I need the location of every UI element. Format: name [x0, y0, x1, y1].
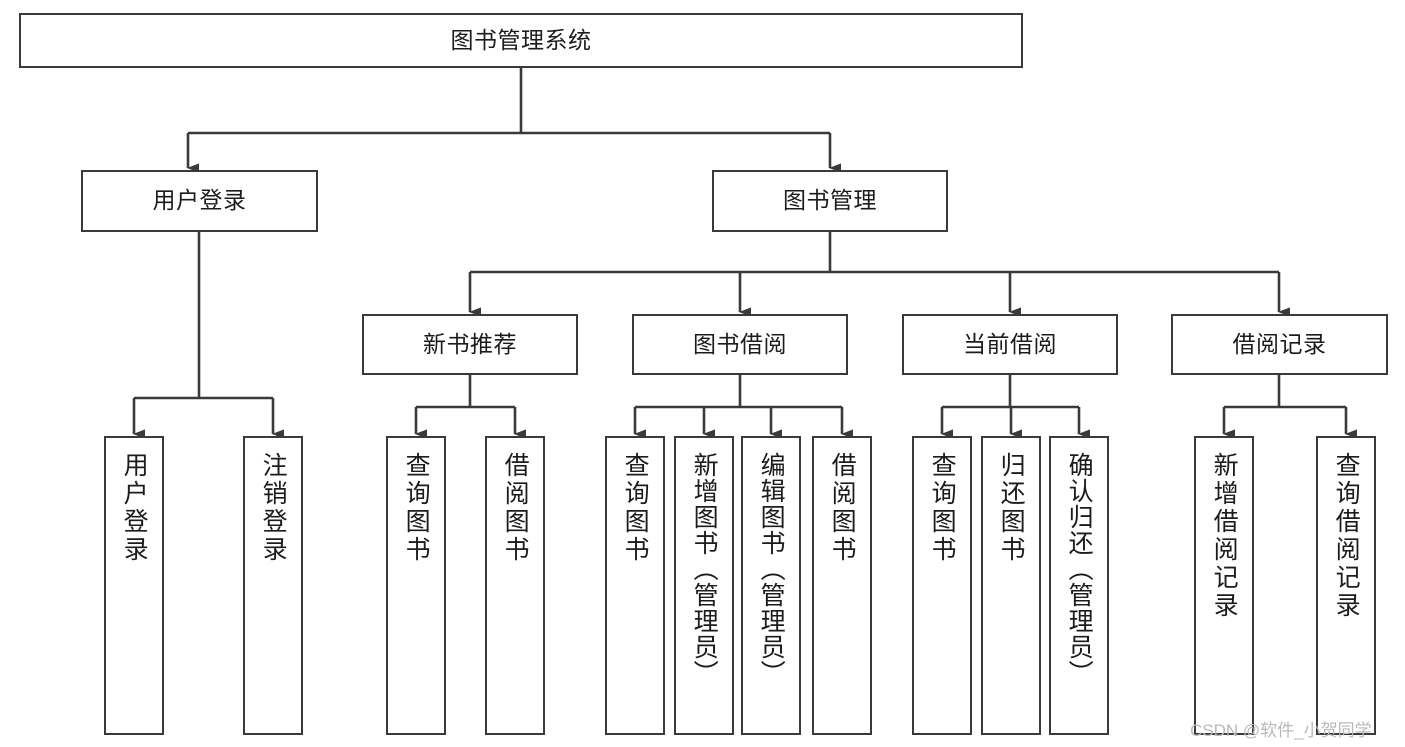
node-label: 注销登录: [259, 452, 288, 564]
node-label: 图书借阅: [693, 330, 787, 357]
node-leaf-confirm-return[interactable]: 确认归还（管理员）: [1049, 436, 1109, 735]
node-leaf-user-login[interactable]: 用户登录: [104, 436, 164, 735]
node-label: 编辑图书（管理员）: [757, 452, 786, 686]
watermark-label: CSDN @软件_小贺同学: [1190, 721, 1372, 740]
node-label: 新增借阅记录: [1210, 452, 1239, 620]
node-label: 归还图书: [997, 452, 1026, 564]
node-current-borrow[interactable]: 当前借阅: [902, 314, 1118, 375]
node-label: 用户登录: [120, 452, 149, 564]
node-leaf-query-book-current[interactable]: 查询图书: [912, 436, 972, 735]
node-label: 图书管理: [783, 187, 877, 214]
node-book-borrow[interactable]: 图书借阅: [632, 314, 848, 375]
node-leaf-borrow-book-recommend[interactable]: 借阅图书: [485, 436, 545, 735]
node-root[interactable]: 图书管理系统: [19, 13, 1023, 68]
node-borrow-record[interactable]: 借阅记录: [1171, 314, 1388, 375]
node-leaf-edit-book[interactable]: 编辑图书（管理员）: [741, 436, 801, 735]
node-user-login[interactable]: 用户登录: [81, 170, 318, 232]
node-leaf-query-book[interactable]: 查询图书: [605, 436, 665, 735]
node-leaf-query-book-recommend[interactable]: 查询图书: [386, 436, 446, 735]
node-label: 用户登录: [152, 187, 247, 214]
edge-layer: [132, 68, 1357, 439]
node-leaf-add-borrow-record[interactable]: 新增借阅记录: [1194, 436, 1254, 735]
node-label: 新书推荐: [423, 330, 517, 357]
node-leaf-borrow-book[interactable]: 借阅图书: [812, 436, 872, 735]
node-label: 当前借阅: [963, 330, 1057, 357]
node-label: 图书管理系统: [450, 26, 592, 53]
node-label: 借阅记录: [1232, 330, 1327, 357]
node-label: 查询图书: [402, 452, 431, 564]
node-label: 新增图书（管理员）: [690, 452, 719, 686]
node-label: 确认归还（管理员）: [1065, 452, 1094, 686]
node-leaf-query-borrow-record[interactable]: 查询借阅记录: [1316, 436, 1376, 735]
node-leaf-logout[interactable]: 注销登录: [243, 436, 303, 735]
node-leaf-return-book[interactable]: 归还图书: [981, 436, 1041, 735]
node-label: 借阅图书: [501, 452, 530, 564]
node-leaf-add-book[interactable]: 新增图书（管理员）: [674, 436, 734, 735]
node-label: 借阅图书: [828, 452, 857, 564]
node-label: 查询图书: [928, 452, 957, 564]
node-label: 查询图书: [621, 452, 650, 564]
node-label: 查询借阅记录: [1332, 452, 1361, 620]
node-book-management[interactable]: 图书管理: [712, 170, 948, 232]
node-new-book-recommend[interactable]: 新书推荐: [362, 314, 578, 375]
